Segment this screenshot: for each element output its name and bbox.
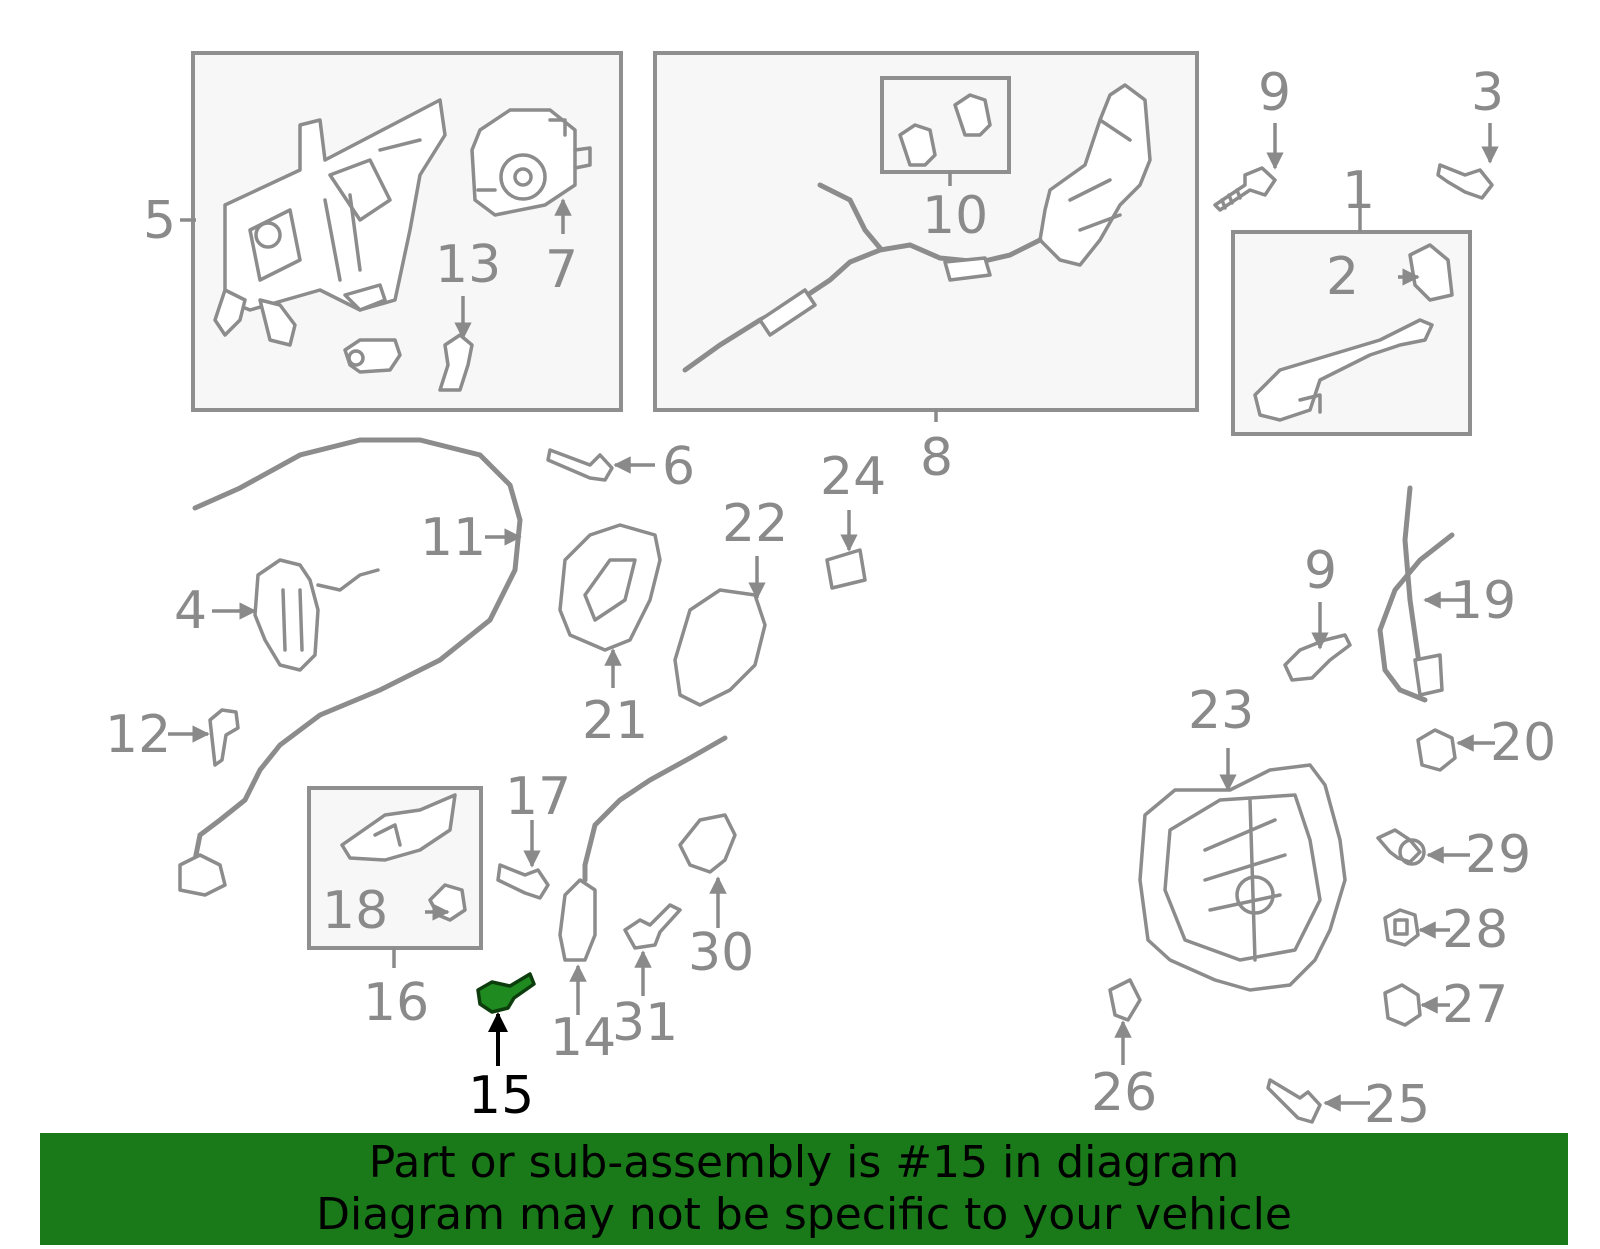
lock-cable-part[interactable] xyxy=(192,437,523,863)
bolt-part[interactable] xyxy=(623,903,682,950)
callout-6[interactable]: 6 xyxy=(662,437,695,497)
box-inside-handle xyxy=(307,786,483,950)
striker-part[interactable] xyxy=(678,813,737,874)
callout-23[interactable]: 23 xyxy=(1188,681,1254,741)
nut-part[interactable] xyxy=(1383,983,1422,1027)
bolt-part[interactable] xyxy=(1283,633,1352,682)
callout-28[interactable]: 28 xyxy=(1442,900,1508,960)
callout-16[interactable]: 16 xyxy=(363,973,429,1033)
screw-part[interactable] xyxy=(1436,163,1494,200)
callout-21[interactable]: 21 xyxy=(582,691,648,751)
grommet-part[interactable] xyxy=(1383,908,1420,947)
callout-15[interactable]: 15 xyxy=(468,1066,534,1126)
callout-27[interactable]: 27 xyxy=(1442,975,1508,1035)
latch-connector-part[interactable] xyxy=(343,338,402,374)
bracket-part[interactable] xyxy=(340,793,457,862)
door-module-panel-part[interactable] xyxy=(1138,763,1347,992)
callout-18[interactable]: 18 xyxy=(322,881,388,941)
callout-4[interactable]: 4 xyxy=(174,581,207,641)
screw-part[interactable] xyxy=(1266,1078,1322,1124)
cable-end-part[interactable] xyxy=(178,853,227,897)
callout-22[interactable]: 22 xyxy=(722,494,788,554)
callout-1[interactable]: 1 xyxy=(1342,161,1375,221)
leader-lines xyxy=(168,123,1499,1112)
callout-10[interactable]: 10 xyxy=(922,186,988,246)
banner-line-1: Part or sub-assembly is #15 in diagram xyxy=(368,1137,1240,1188)
box-latch-assembly xyxy=(191,51,623,412)
callout-3[interactable]: 3 xyxy=(1471,63,1504,123)
banner-line-2: Diagram may not be specific to your vehi… xyxy=(316,1189,1292,1240)
release-rod-part[interactable] xyxy=(1377,485,1455,703)
actuator-part[interactable] xyxy=(558,878,597,962)
actuator-part[interactable] xyxy=(470,108,592,217)
callout-17[interactable]: 17 xyxy=(505,767,571,827)
callout-20[interactable]: 20 xyxy=(1490,713,1556,773)
callout-8[interactable]: 8 xyxy=(920,428,953,488)
callout-5[interactable]: 5 xyxy=(143,191,176,251)
callout-9-lower[interactable]: 9 xyxy=(1304,541,1337,601)
callout-19[interactable]: 19 xyxy=(1450,571,1516,631)
bolt-part[interactable] xyxy=(546,448,614,482)
inside-handle-part[interactable] xyxy=(253,558,380,672)
clip-part[interactable] xyxy=(898,93,992,167)
callout-7[interactable]: 7 xyxy=(545,240,578,300)
info-banner: Part or sub-assembly is #15 in diagram D… xyxy=(40,1133,1568,1245)
callout-13[interactable]: 13 xyxy=(435,235,501,295)
nut-part[interactable] xyxy=(1416,728,1457,772)
callout-14[interactable]: 14 xyxy=(550,1008,616,1068)
callout-9-top[interactable]: 9 xyxy=(1258,63,1291,123)
bolt-part[interactable] xyxy=(1213,166,1277,212)
callout-2[interactable]: 2 xyxy=(1326,247,1359,307)
clip-part[interactable] xyxy=(1108,978,1142,1022)
highlighted-bolt-part[interactable] xyxy=(476,972,536,1014)
callout-29[interactable]: 29 xyxy=(1465,825,1531,885)
box-handle-frame xyxy=(653,51,1199,412)
bolt-part[interactable] xyxy=(208,708,240,767)
box-outside-handle xyxy=(1231,230,1472,436)
latch-body-part[interactable] xyxy=(213,98,447,347)
callout-11[interactable]: 11 xyxy=(420,508,486,568)
handle-frame-part[interactable] xyxy=(1038,83,1152,267)
callout-26[interactable]: 26 xyxy=(1091,1063,1157,1123)
seal-plate-part[interactable] xyxy=(558,523,662,652)
outside-handle-part[interactable] xyxy=(1253,318,1434,422)
callout-31[interactable]: 31 xyxy=(612,993,678,1053)
callout-24[interactable]: 24 xyxy=(820,447,886,507)
pad-part[interactable] xyxy=(825,548,867,590)
callout-12[interactable]: 12 xyxy=(105,705,171,765)
callout-30[interactable]: 30 xyxy=(688,923,754,983)
callout-labels: 1 2 3 4 5 6 7 8 9 9 10 11 12 13 14 15 16… xyxy=(105,63,1556,1135)
gasket-part[interactable] xyxy=(673,588,767,707)
bolt-part[interactable] xyxy=(496,863,550,900)
callout-25[interactable]: 25 xyxy=(1364,1075,1430,1135)
push-pin-part[interactable] xyxy=(1376,828,1426,866)
actuator-cable-part[interactable] xyxy=(582,735,728,883)
